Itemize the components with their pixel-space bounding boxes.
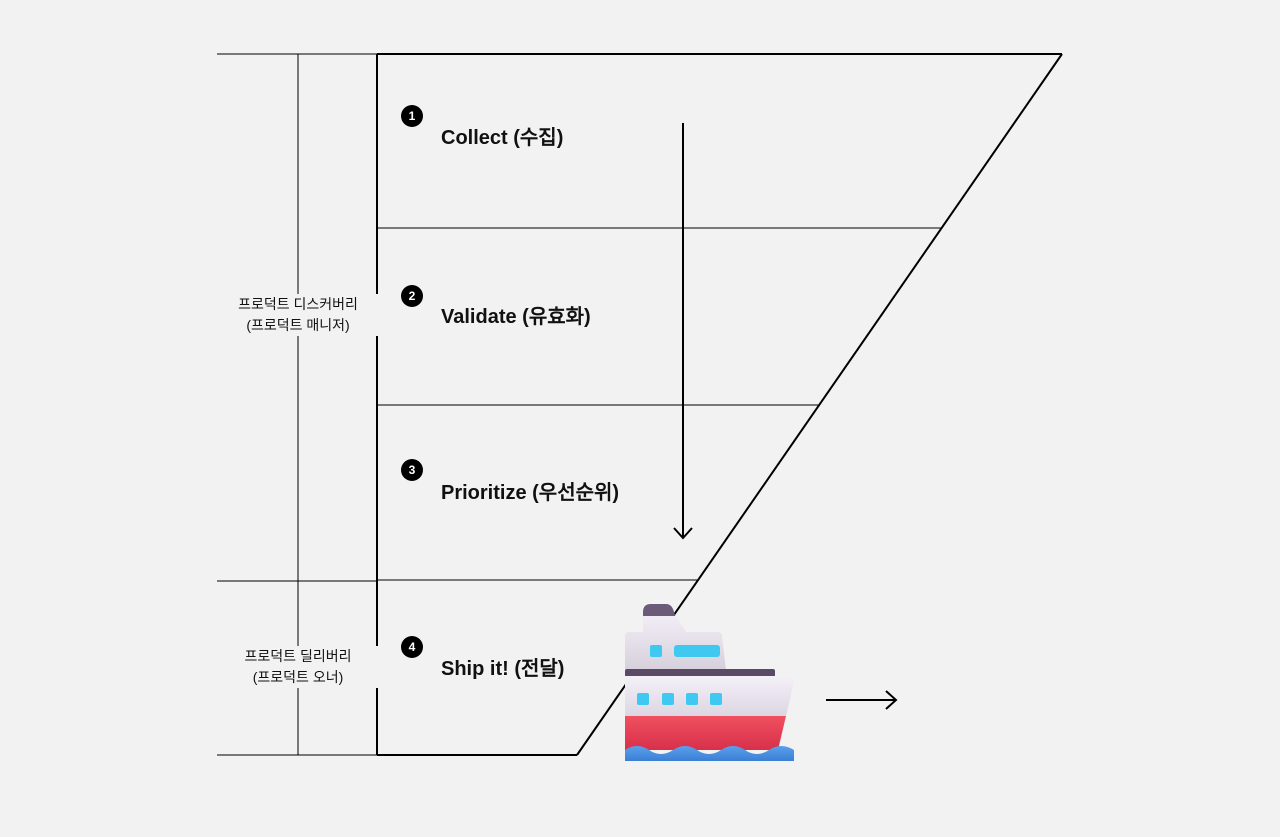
step-4-badge: 4 [401, 636, 423, 658]
phase-discovery-label: 프로덕트 디스커버리 (프로덕트 매니저) [208, 294, 388, 336]
cruise-ship-icon [625, 604, 794, 761]
step-4-label: Ship it! (전달) [441, 658, 565, 680]
step-2-label: Validate (유효화) [441, 306, 591, 328]
step-3-badge: 3 [401, 459, 423, 481]
phase-delivery-role: (프로덕트 오너) [252, 669, 344, 685]
step-1-label: Collect (수집) [441, 127, 564, 149]
arrow-down-icon [673, 123, 693, 540]
step-3-label: Prioritize (우선순위) [441, 482, 620, 504]
arrow-right-icon [826, 690, 898, 710]
phase-delivery-title: 프로덕트 딜리버리 [244, 648, 352, 664]
step-1-badge: 1 [401, 105, 423, 127]
phase-discovery-role: (프로덕트 매니저) [246, 317, 350, 333]
phase-delivery-label: 프로덕트 딜리버리 (프로덕트 오너) [208, 646, 388, 688]
phase-discovery-title: 프로덕트 디스커버리 [238, 296, 358, 312]
step-2-badge: 2 [401, 285, 423, 307]
